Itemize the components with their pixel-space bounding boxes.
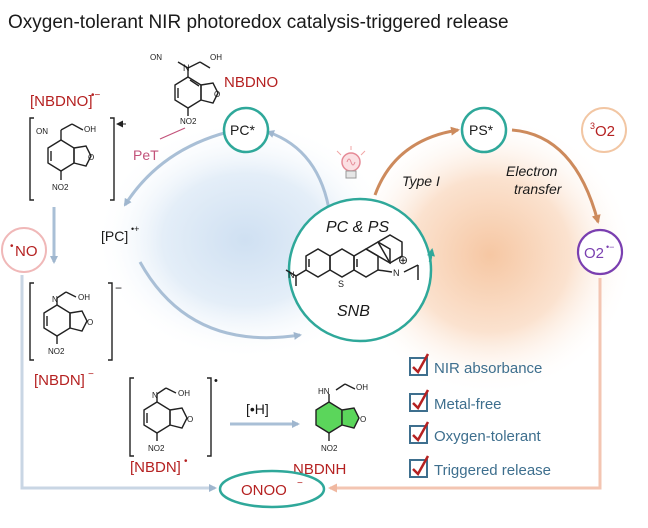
feature-label: Triggered release: [434, 462, 551, 479]
label-pc-ps: PC & PS: [326, 219, 389, 236]
check-mark-icon: [412, 353, 430, 375]
nbdn-anion-structure: [29, 282, 113, 361]
label-electron-transfer-2: transfer: [514, 181, 563, 197]
nbdn-anion-no2-atom: NO2: [48, 347, 65, 356]
label-o2-triplet: O2: [595, 123, 615, 140]
label-pc-radical-cation-sup: •+: [131, 224, 139, 234]
label-pc-star: PC*: [230, 122, 255, 138]
label-superoxide: O2: [584, 245, 604, 262]
cycle-arrow-pcstar-to-pc-cation: [123, 130, 229, 207]
feature-label: Metal-free: [434, 396, 502, 413]
nbdno-radical-anion-structure: [29, 117, 115, 201]
nbdn-anion-oh-atom: OH: [78, 293, 90, 302]
nbdno-anion-oh-atom: OH: [84, 125, 96, 134]
nbdno-n-atom: N: [183, 63, 190, 73]
snb-structure: [285, 234, 419, 286]
check-mark-icon: [412, 421, 430, 443]
label-type1: Type I: [402, 173, 440, 189]
label-nbdnh: NBDNH: [293, 461, 346, 478]
label-nbdn-anion: [NBDN]: [34, 372, 85, 389]
arrow-superoxide-to-onoo: [328, 278, 602, 493]
superoxide-circle: [576, 228, 624, 276]
nbdn-radical-structure: [129, 377, 212, 457]
label-o2-triplet-sup: 3: [590, 121, 595, 131]
pet-arrow: [159, 127, 186, 140]
nbdn-radical-n-atom: N: [152, 391, 158, 400]
nbdn-anion-charge: −: [115, 281, 122, 295]
label-pet: PeT: [133, 147, 159, 163]
nbdno-o-atom: O: [214, 90, 220, 99]
label-pc-radical-cation: [PC]: [101, 228, 128, 244]
no-radical-circle: [1, 227, 47, 273]
label-nbdn-radical: [NBDN]: [130, 459, 181, 476]
label-nbdno: NBDNO: [224, 74, 278, 91]
arrow-no-to-onoo: [20, 275, 217, 492]
nbdnh-oh-atom: OH: [356, 383, 368, 392]
type1-arrow-snb-to-psstar: [373, 126, 460, 196]
nbdn-radical-dot: •: [214, 375, 218, 387]
snb-n-atom-left: N: [288, 270, 295, 280]
feature-item: NIR absorbance: [409, 353, 542, 377]
cycle-arrow-pc-cation-to-snb: [138, 261, 302, 340]
label-peroxynitrite: ONOO: [241, 482, 287, 499]
snb-circle: [287, 197, 433, 343]
nbdnh-structure: [315, 383, 360, 441]
label-peroxynitrite-sup: −: [297, 478, 303, 489]
label-nbdno-radical-anion-sup: •−: [91, 90, 101, 101]
label-nbdn-anion-sup: −: [88, 369, 94, 380]
snb-circle-arrow-tip: [427, 248, 435, 263]
nbdnh-o-atom: O: [360, 415, 366, 424]
check-mark-icon: [412, 389, 430, 411]
label-snb: SNB: [337, 303, 370, 320]
snb-s-atom: S: [338, 279, 344, 289]
feature-item: Metal-free: [409, 389, 502, 413]
title: Oxygen-tolerant NIR photoredox catalysis…: [8, 12, 509, 33]
orange-cycle-glow: [345, 115, 635, 395]
feature-item: Triggered release: [409, 455, 551, 479]
feature-label: Oxygen-tolerant: [434, 428, 542, 445]
feature-item: Oxygen-tolerant: [409, 421, 542, 445]
no-radical-dot: •: [10, 241, 14, 252]
label-h-radical: [•H]: [246, 401, 269, 417]
electron-transfer-arrow: [511, 128, 601, 224]
label-electron-transfer-1: Electron: [506, 163, 558, 179]
label-nbdno-radical-anion: [NBDNO]: [30, 93, 93, 110]
nbdnh-hn-atom: HN: [318, 387, 330, 396]
snb-plus-charge: ⊕: [398, 253, 408, 267]
feature-label: NIR absorbance: [434, 360, 542, 377]
nbdno-structure: [174, 61, 219, 116]
feature-checklist: NIR absorbanceMetal-freeOxygen-tolerantT…: [409, 353, 551, 479]
label-no-radical: NO: [15, 243, 38, 260]
nbdn-radical-no2-atom: NO2: [148, 444, 165, 453]
nbdnh-no2-atom: NO2: [321, 444, 338, 453]
snb-n-atom-right: N: [393, 268, 400, 278]
label-ps-star: PS*: [469, 122, 494, 138]
label-superoxide-sup: •−: [606, 242, 614, 252]
nbdno-oh-atom: OH: [210, 53, 222, 62]
nbdno-no2-atom: NO2: [180, 117, 197, 126]
nbdn-radical-o-atom: O: [187, 415, 193, 424]
pc-star-circle: [222, 106, 270, 154]
peroxynitrite-ellipse: [218, 469, 326, 509]
nbdno-on-atom: ON: [150, 53, 162, 62]
triplet-oxygen-circle: [581, 107, 627, 153]
cycle-arrow-snb-to-pcstar: [266, 130, 332, 216]
nbdno-anion-no2-atom: NO2: [52, 183, 69, 192]
nbdno-anion-o-atom: O: [88, 153, 94, 162]
nbdno-anion-on-atom: ON: [36, 127, 48, 136]
lightbulb-icon: [336, 146, 366, 179]
nbdn-anion-o-atom: O: [87, 318, 93, 327]
check-mark-icon: [412, 455, 430, 477]
nbdn-radical-oh-atom: OH: [178, 389, 190, 398]
label-nbdn-radical-sup: •: [184, 456, 188, 467]
nbdn-anion-n-atom: N: [52, 295, 58, 304]
ps-star-circle: [460, 106, 508, 154]
